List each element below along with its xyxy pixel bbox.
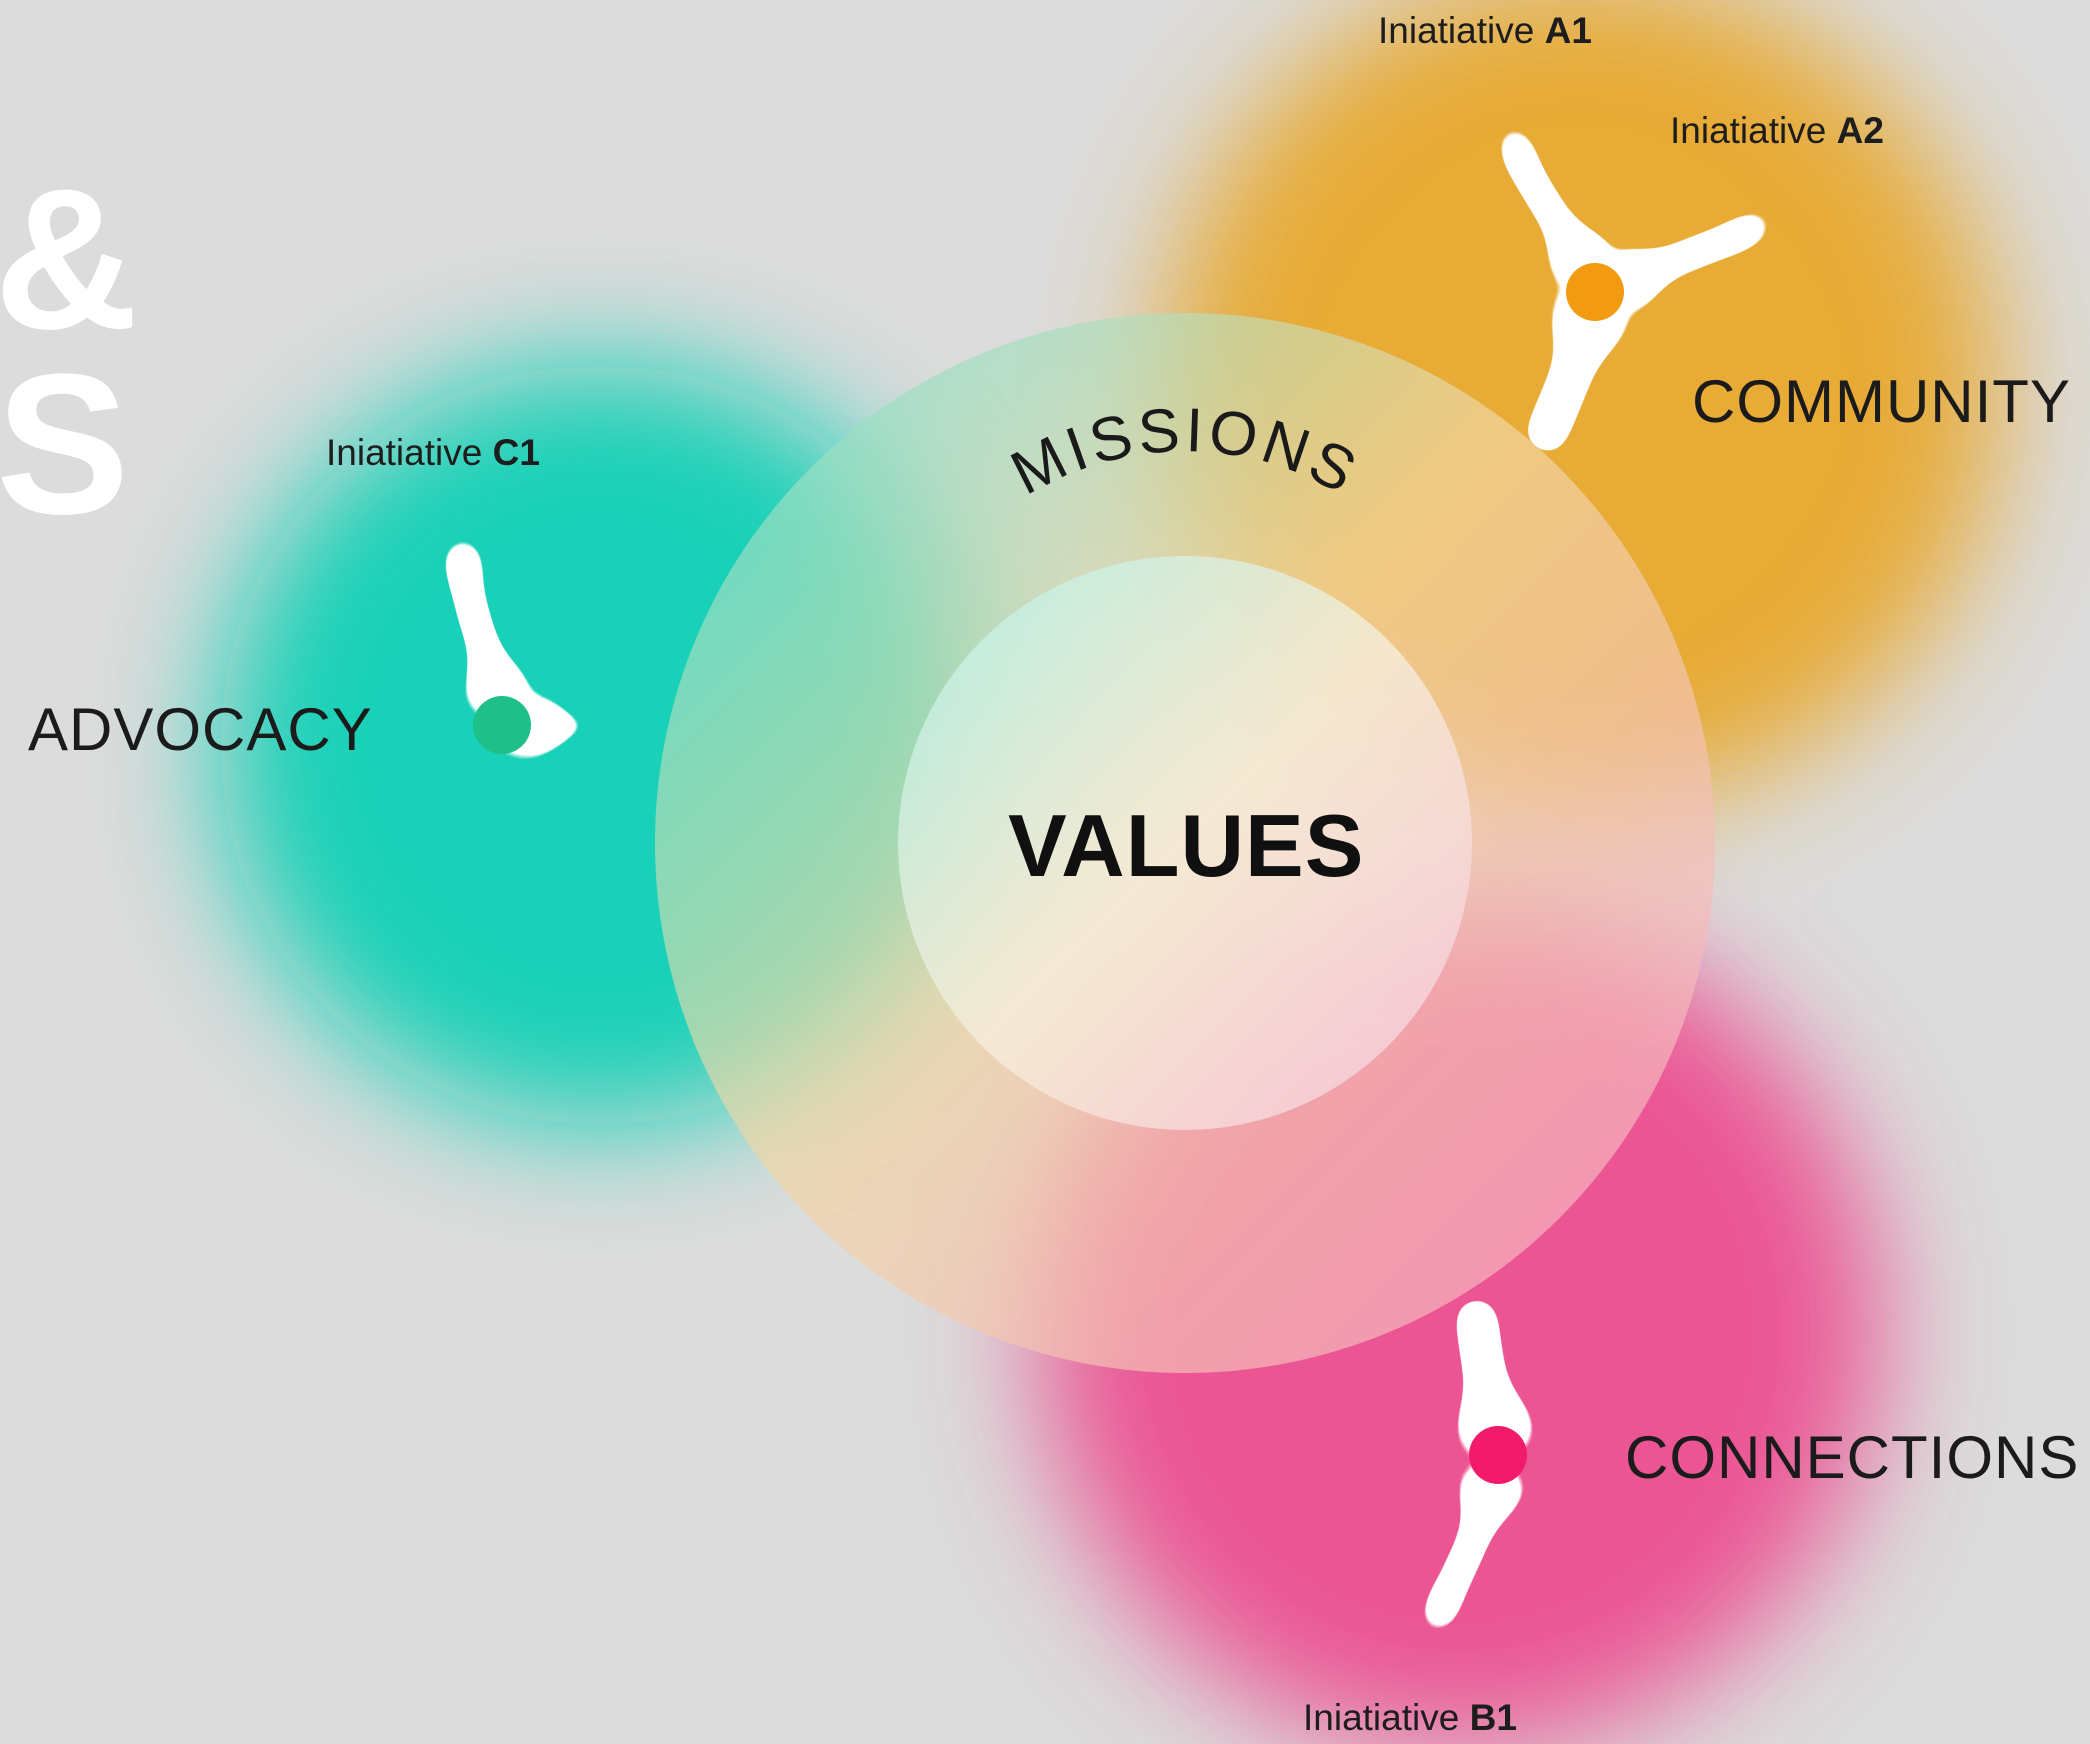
initiative-a2-code: A2	[1836, 110, 1884, 151]
initiative-a1-code: A1	[1544, 10, 1592, 51]
advocacy-node	[473, 696, 531, 754]
initiative-a2-prefix: Iniatiative	[1670, 110, 1827, 151]
initiative-c1-prefix: Iniatiative	[326, 432, 483, 473]
title-fragment-s: S	[0, 333, 130, 556]
initiative-b1-prefix: Iniatiative	[1303, 1697, 1460, 1738]
initiative-b1-label: Iniatiative B1	[1303, 1697, 1517, 1739]
connections-node	[1469, 1426, 1527, 1484]
initiative-c1-label: Iniatiative C1	[326, 432, 540, 474]
values-label: VALUES	[1008, 796, 1365, 895]
category-community-label: COMMUNITY	[1692, 368, 2071, 435]
values-core	[898, 556, 1472, 1130]
title-fragment-ampersand: &	[0, 148, 139, 371]
category-advocacy-label: ADVOCACY	[28, 696, 373, 763]
community-node	[1566, 263, 1624, 321]
category-connections-label: CONNECTIONS	[1625, 1424, 2080, 1491]
initiative-a1-label: Iniatiative A1	[1378, 10, 1592, 52]
initiative-b1-code: B1	[1469, 1697, 1517, 1738]
initiative-a1-prefix: Iniatiative	[1378, 10, 1535, 51]
initiative-c1-code: C1	[492, 432, 540, 473]
initiative-a2-label: Iniatiative A2	[1670, 110, 1884, 152]
